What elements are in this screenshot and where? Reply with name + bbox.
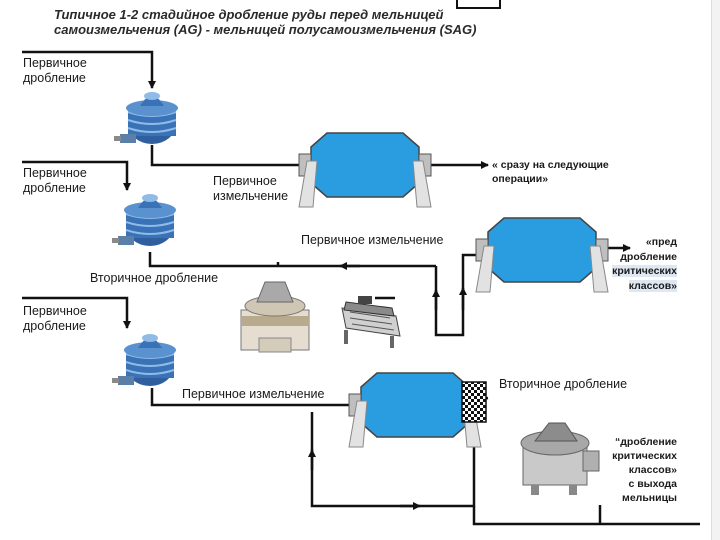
primary-crusher-2 [111,193,177,247]
primary-crushing-label-3a: Первичное [23,304,87,318]
note-next-operations-2: операции» [492,173,549,185]
primary-grinding-label-3: Первичное измельчение [182,387,325,401]
note-post-crushing-2: критических [612,450,677,462]
pebble-crusher [520,422,600,495]
primary-crusher-3 [111,333,177,387]
primary-mill-1 [298,132,432,208]
primary-mill-2 [475,217,609,293]
vibrating-screen [341,296,401,348]
flow-arrowheads [308,262,467,510]
trommel-screen [461,381,487,423]
note-post-crushing-1: “дробление [615,436,677,448]
title-line-1: Типичное 1-2 стадийное дробление руды пе… [54,7,444,22]
primary-crushing-label-3b: дробление [23,319,86,333]
title-line-2: самоизмельчения (AG) - мельницей полусам… [54,22,477,37]
note-pre-crushing-2: дробление [620,251,677,263]
note-pre-crushing-1: «пред [645,236,677,248]
primary-crushing-label-1b: дробление [23,71,86,85]
primary-grinding-label-1a: Первичное [213,174,277,188]
note-post-crushing-5: мельницы [622,492,677,504]
cone-crusher [240,281,310,353]
primary-mill-3 [348,372,482,448]
note-next-operations-1: « сразу на следующие [492,159,609,171]
primary-crushing-label-2a: Первичное [23,166,87,180]
top-edge-mark [456,0,501,9]
secondary-crushing-label-2: Вторичное дробление [499,377,628,391]
note-pre-crushing-3: критических [612,265,677,277]
primary-crushing-label-1a: Первичное [23,56,87,70]
primary-grinding-label-1b: измельчение [213,189,289,203]
primary-grinding-label-2: Первичное измельчение [301,233,444,247]
note-post-crushing-3: классов» [628,464,677,476]
primary-crusher-1 [113,91,179,145]
primary-crushing-label-2b: дробление [23,181,86,195]
note-post-crushing-4: с выхода [628,478,677,490]
note-pre-crushing-4: классов» [628,280,677,292]
secondary-crushing-label-1: Вторичное дробление [90,271,219,285]
right-edge-strip [711,0,720,540]
